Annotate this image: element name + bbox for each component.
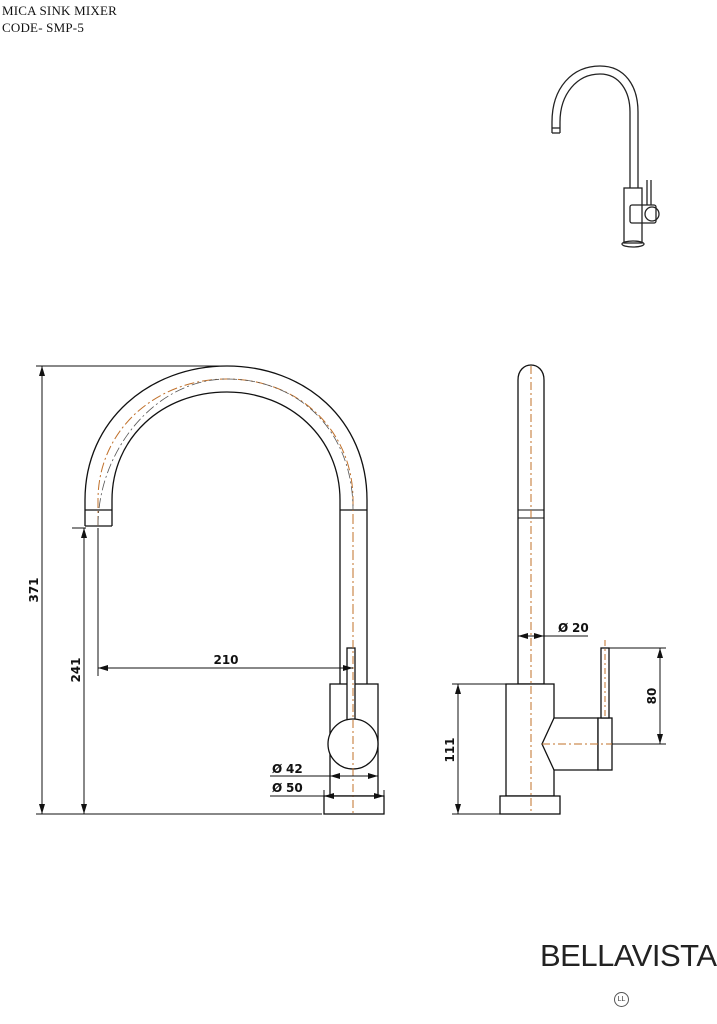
side-elevation (499, 364, 613, 815)
brand-mark-icon: LL (614, 992, 629, 1007)
product-code: CODE- SMP-5 (2, 20, 85, 35)
front-arrowheads (39, 366, 384, 814)
brand-logo: BELLAVISTA (540, 938, 717, 973)
title-block: MICA SINK MIXER CODE- SMP-5 (2, 2, 117, 36)
spout-reach-label: 210 (213, 653, 238, 667)
front-elevation (84, 365, 385, 815)
body-height-label: 111 (443, 737, 457, 762)
spout-dia-symbol: Ø (558, 621, 568, 635)
handle-dia-symbol: Ø (272, 762, 282, 776)
product-name: MICA SINK MIXER (2, 3, 117, 18)
lever-height-label: 80 (645, 688, 659, 705)
front-dimensions (36, 365, 385, 815)
side-dimensions (452, 635, 666, 815)
overall-height-label: 371 (27, 577, 41, 602)
spout-height-label: 241 (69, 657, 83, 682)
handle-dia-label: 42 (286, 762, 303, 776)
perspective-thumbnail (551, 65, 660, 248)
side-arrowheads (455, 633, 663, 814)
spout-dia-label: 20 (572, 621, 589, 635)
base-dia-label: 50 (286, 781, 303, 795)
base-dia-symbol: Ø (272, 781, 282, 795)
